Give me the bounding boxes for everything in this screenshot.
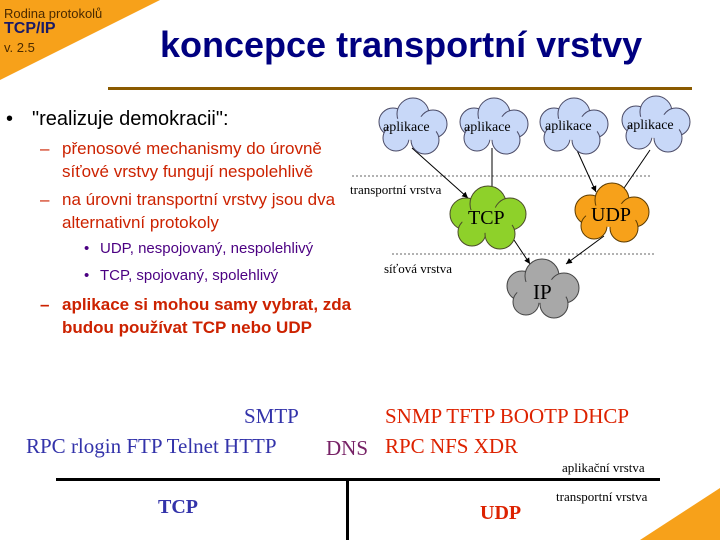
bullet-sub-2-item-tcp: •TCP, spojovaný, spolehlivý — [84, 267, 279, 284]
dns-label: DNS — [326, 436, 369, 460]
arrow-udp-ip — [565, 235, 605, 265]
cloud-app-2 — [459, 97, 529, 155]
transport-diagram — [352, 95, 691, 319]
bullet-sub-2-item-tcp-text: TCP, spojovaný, spolehlivý — [100, 267, 279, 284]
corner-family-label: Rodina protokolů — [4, 6, 103, 21]
udp-apps-bottom-label: RPC NFS XDR — [385, 434, 519, 458]
cloud-app-3-label: aplikace — [545, 119, 592, 134]
cloud-udp — [574, 182, 650, 243]
bullet-sub-2-item-udp-text: UDP, nespojovaný, nespolehlivý — [100, 240, 314, 257]
layer-divider-horizontal — [56, 478, 660, 481]
bullet-sub-2: –na úrovni transportní vrstvy jsou dva a… — [40, 190, 336, 232]
bullet-sub-3-text: aplikace si mohou samy vybrat, zda budou… — [62, 295, 352, 337]
cloud-tcp — [449, 185, 527, 250]
cloud-app-1-label: aplikace — [383, 120, 430, 135]
bottom-transport-layer-label: transportní vrstva — [556, 489, 648, 504]
bullet-sub-3: –aplikace si mohou samy vybrat, zda budo… — [40, 295, 352, 337]
corner-version-label: v. 2.5 — [4, 40, 35, 55]
bullet-main: •"realizuje demokracii": — [6, 108, 229, 130]
cloud-app-1 — [378, 97, 448, 155]
smtp-label: SMTP — [244, 404, 299, 428]
bullet-sub-2-text: na úrovni transportní vrstvy jsou dva al… — [62, 190, 336, 232]
page-title: koncepce transportní vrstvy — [160, 24, 643, 65]
bullet-sub-2-item-udp: •UDP, nespojovaný, nespolehlivý — [84, 240, 314, 257]
title-rule — [108, 87, 692, 90]
arrow-app4-udp — [619, 149, 651, 195]
arrow-app3-udp — [575, 147, 597, 193]
cloud-app-3 — [539, 97, 609, 155]
ip-cloud-label: IP — [533, 280, 552, 304]
diagram-network-layer-label: síťová vrstva — [384, 261, 453, 276]
cloud-ip — [506, 258, 580, 319]
bullet-list: •"realizuje demokracii": –přenosové mech… — [6, 108, 356, 344]
bottom-udp-label: UDP — [480, 502, 522, 524]
arrow-app1-tcp — [411, 147, 469, 199]
corner-triangle-top-left — [0, 0, 160, 80]
tcp-apps-label: RPC rlogin FTP Telnet HTTP — [26, 434, 277, 458]
corner-triangle-bottom-right — [640, 488, 720, 540]
layer-divider-vertical — [346, 480, 349, 540]
cloud-app-2-label: aplikace — [464, 120, 511, 135]
tcp-cloud-label: TCP — [468, 207, 505, 229]
arrow-tcp-ip — [513, 239, 531, 265]
cloud-app-4-label: aplikace — [627, 118, 674, 133]
udp-cloud-label: UDP — [591, 204, 632, 226]
bullet-sub-1-text: přenosové mechanismy do úrovně síťové vr… — [62, 139, 322, 181]
udp-apps-top-label: SNMP TFTP BOOTP DHCP — [385, 404, 630, 428]
bottom-tcp-label: TCP — [158, 496, 198, 518]
bullet-main-text: "realizuje demokracii": — [32, 108, 229, 130]
bottom-app-layer-label: aplikační vrstva — [562, 460, 645, 475]
corner-tcpip-label: TCP/IP — [4, 20, 56, 37]
cloud-app-4 — [621, 95, 691, 153]
diagram-transport-layer-label: transportní vrstva — [350, 182, 442, 197]
bullet-sub-1: –přenosové mechanismy do úrovně síťové v… — [40, 139, 322, 181]
